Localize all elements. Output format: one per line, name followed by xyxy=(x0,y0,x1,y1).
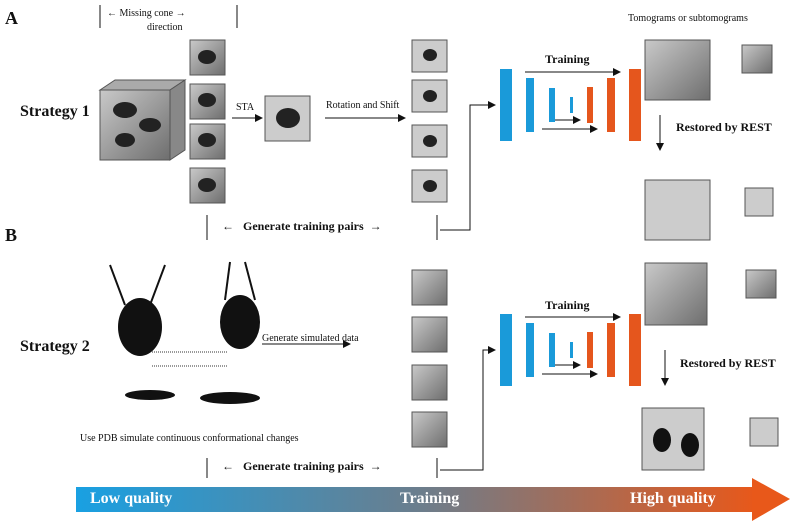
restored-label-a: Restored by REST xyxy=(676,120,772,134)
low-quality-label: Low quality xyxy=(90,490,173,507)
rotation-shift-label: Rotation and Shift xyxy=(326,100,400,111)
pdb-label: Use PDB simulate continuous conformation… xyxy=(80,433,299,444)
generate-pairs-b: ← Generate training pairs → xyxy=(222,459,382,473)
strategy-2-label: Strategy 2 xyxy=(20,338,90,355)
unet-b xyxy=(500,313,641,386)
training-label-b: Training xyxy=(545,298,590,312)
generate-pairs-a: ← Generate training pairs → xyxy=(222,219,382,233)
panel-b-letter: B xyxy=(5,225,18,245)
unet-a xyxy=(500,68,641,141)
strategy-1-label: Strategy 1 xyxy=(20,103,90,120)
training-label-a: Training xyxy=(545,52,590,66)
quality-gradient-arrow xyxy=(76,478,790,521)
panel-a-letter: A xyxy=(5,8,18,28)
sta-average-cube xyxy=(264,95,311,142)
sta-label: STA xyxy=(236,102,255,113)
missing-cone-direction: direction xyxy=(147,22,183,33)
simulated-data-label: Generate simulated data xyxy=(262,333,359,344)
restored-label-b: Restored by REST xyxy=(680,356,776,370)
missing-cone-label: ← Missing cone → xyxy=(107,8,186,19)
training-bar-label: Training xyxy=(400,490,460,507)
rotated-averages-column-a xyxy=(411,39,448,203)
tomograms-label: Tomograms or subtomograms xyxy=(628,13,748,24)
high-quality-label: High quality xyxy=(630,490,716,507)
subtomogram-column-a xyxy=(189,39,226,204)
noisy-tomogram-large-a xyxy=(98,79,187,161)
